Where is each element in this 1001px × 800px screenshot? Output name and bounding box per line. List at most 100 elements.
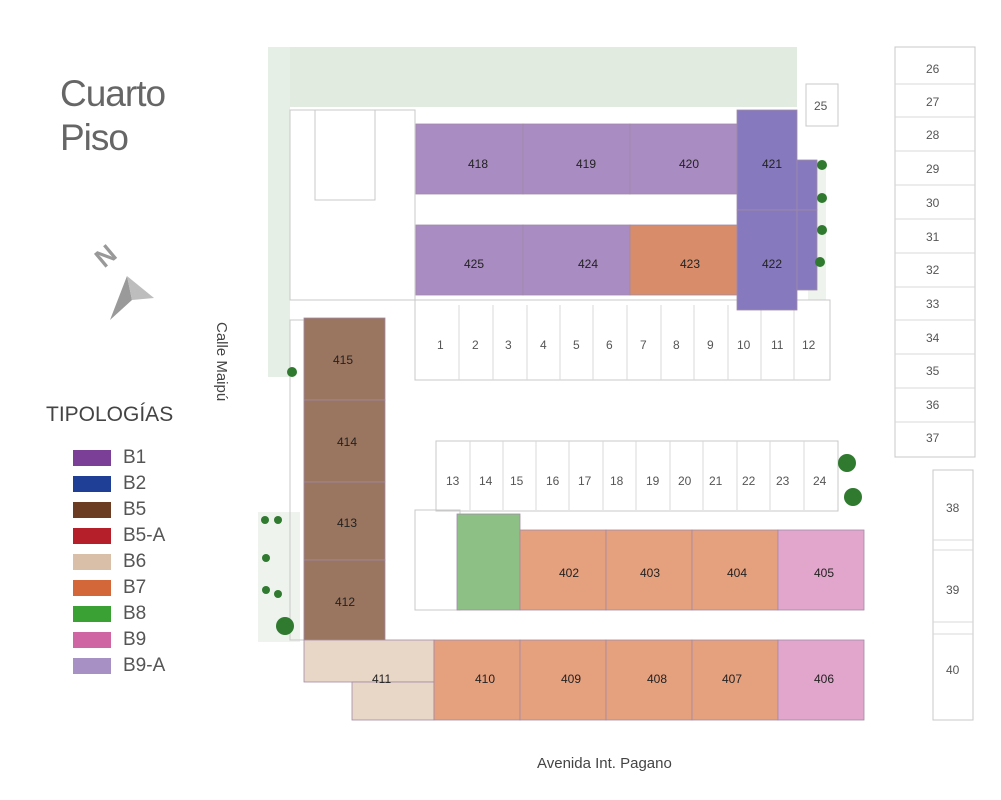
unit-label: 409 [561,672,581,686]
parking-label: 15 [510,474,524,488]
unit-405[interactable] [777,529,865,611]
unit-411[interactable] [303,639,435,683]
unit-425[interactable] [415,224,524,296]
parking-label: 23 [776,474,790,488]
unit-labels: 418 419 420 421 425 424 423 422 415 414 … [333,157,834,686]
parking-label: 9 [707,338,714,352]
parking-label: 1 [437,338,444,352]
parking-label: 20 [678,474,692,488]
unit-label: 415 [333,353,353,367]
parking-label: 27 [926,95,940,109]
parking-label: 26 [926,62,940,76]
parking-label: 16 [546,474,560,488]
unit-label: 418 [468,157,488,171]
green-areas [258,47,826,642]
parking-label: 5 [573,338,580,352]
unit-419[interactable] [522,123,631,195]
parking-label: 13 [446,474,460,488]
parking-label: 6 [606,338,613,352]
units [303,109,865,721]
legend-swatch [73,450,111,466]
legend-swatch [73,580,111,596]
unit-407[interactable] [691,639,779,721]
unit-410[interactable] [433,639,521,721]
parking-label: 40 [946,663,960,677]
unit-label: 413 [337,516,357,530]
parking-label: 24 [813,474,827,488]
parking-label: 32 [926,263,940,277]
unit-label: 424 [578,257,598,271]
legend-swatch [73,502,111,518]
unit-label: 408 [647,672,667,686]
legend-swatch [73,476,111,492]
legend-label: B9-A [123,655,166,676]
parking-label: 22 [742,474,756,488]
floor-title-line-1: Cuarto [60,73,166,114]
unit-402[interactable] [519,529,607,611]
plant-icons [261,160,862,635]
unit-412[interactable] [303,559,386,641]
floor-title-line-2: Piso [60,117,129,158]
unit-423[interactable] [629,224,738,296]
north-compass-icon: N [89,238,154,320]
legend-label: B2 [123,473,147,494]
parking-label: 30 [926,196,940,210]
legend-swatch [73,528,111,544]
parking-label: 12 [802,338,816,352]
unit-label: 410 [475,672,495,686]
parking-label: 4 [540,338,547,352]
unit-420[interactable] [629,123,738,195]
parking-label: 38 [946,501,960,515]
legend-swatch [73,554,111,570]
unit-418[interactable] [415,123,524,195]
floor-title: Cuarto Piso [60,72,166,160]
unit-label: 421 [762,157,782,171]
unit-label: 407 [722,672,742,686]
parking-label: 29 [926,162,940,176]
unit-415[interactable] [303,317,386,401]
unit-label: 404 [727,566,747,580]
parking-label: 7 [640,338,647,352]
parking-label: 19 [646,474,660,488]
unit-414[interactable] [303,399,386,483]
unit-b8[interactable] [456,513,521,611]
unit-409[interactable] [519,639,607,721]
legend-swatch [73,606,111,622]
unit-label: 420 [679,157,699,171]
unit-label: 412 [335,595,355,609]
parking-label: 21 [709,474,723,488]
unit-label: 403 [640,566,660,580]
parking-label: 18 [610,474,624,488]
parking-label: 36 [926,398,940,412]
parking-label: 37 [926,431,940,445]
parking-labels: 1 2 3 4 5 6 7 8 9 10 11 12 13 14 15 16 1… [437,62,960,677]
unit-label: 419 [576,157,596,171]
parking-label: 10 [737,338,751,352]
legend-swatch [73,632,111,648]
legend-label: B9 [123,629,147,650]
unit-408[interactable] [605,639,693,721]
parking-label: 39 [946,583,960,597]
street-label-south: Avenida Int. Pagano [537,755,672,772]
parking-label: 35 [926,364,940,378]
legend-label: B5-A [123,525,166,546]
parking-label: 25 [814,99,828,113]
unit-label: 406 [814,672,834,686]
parking-label: 17 [578,474,592,488]
parking-label: 28 [926,128,940,142]
legend-swatch [73,658,111,674]
parking-label: 11 [771,338,784,352]
unit-424[interactable] [522,224,631,296]
legend-label: B1 [123,447,147,468]
unit-406[interactable] [777,639,865,721]
parking-label: 8 [673,338,680,352]
legend-title: TIPOLOGÍAS [46,403,174,426]
unit-label: 405 [814,566,834,580]
unit-label: 425 [464,257,484,271]
legend-label: B8 [123,603,147,624]
circulation-outlines [289,46,976,721]
parking-label: 31 [926,230,940,244]
unit-404[interactable] [691,529,779,611]
unit-label: 411 [372,672,391,686]
